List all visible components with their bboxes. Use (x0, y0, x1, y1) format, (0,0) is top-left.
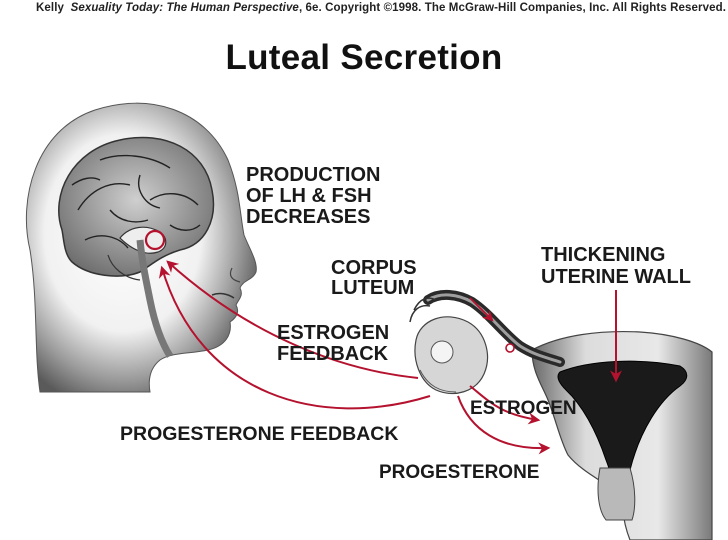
cerebellum-edge (107, 254, 141, 281)
estrogen-feedback-arrow (166, 260, 419, 379)
label-line: FEEDBACK (277, 343, 389, 365)
label-line: LUTEUM (331, 277, 415, 299)
estrogen-arrow (469, 385, 541, 425)
label-thickening-uterine-wall: THICKENING UTERINE WALL (541, 244, 691, 288)
brain (58, 136, 215, 358)
label-estrogen-feedback: ESTROGEN FEEDBACK (277, 323, 389, 365)
nose-line (229, 267, 241, 283)
hormone-arrows (158, 260, 622, 455)
label-line: ESTROGEN (277, 322, 390, 344)
mouth-line (211, 292, 235, 299)
corpus-luteum (430, 340, 454, 364)
brain-stem (136, 239, 174, 358)
progesterone-feedback-arrow (158, 265, 431, 410)
tube-arrow (469, 297, 494, 322)
label-estrogen: ESTROGEN (470, 398, 577, 419)
label-line: CORPUS (331, 257, 417, 279)
label-line: OF LH & FSH (246, 185, 372, 207)
label-corpus-luteum: CORPUS LUTEUM (331, 258, 417, 298)
label-line: PRODUCTION (246, 164, 381, 186)
fimbriae (409, 297, 437, 323)
ovum-circle-marker (505, 343, 515, 353)
slide-title: Luteal Secretion (225, 38, 503, 77)
label-progesterone: PROGESTERONE (379, 462, 540, 483)
ovary (414, 316, 489, 395)
credit-book: Sexuality Today: The Human Perspective (70, 2, 299, 14)
cervix (597, 467, 636, 521)
ovary-edge (419, 369, 457, 393)
credit-author: Kelly (36, 2, 64, 14)
label-lh-fsh-decreases: PRODUCTION OF LH & FSH DECREASES (246, 165, 380, 228)
label-line: DECREASES (246, 206, 371, 228)
credit-rest: , 6e. Copyright ©1998. The McGraw-Hill C… (298, 2, 727, 14)
pituitary-circle-marker (144, 229, 166, 251)
label-line: THICKENING (541, 244, 666, 266)
fallopian-tube (409, 290, 565, 367)
label-line: UTERINE WALL (541, 266, 691, 288)
copyright-credit: Kelly Sexuality Today: The Human Perspec… (36, 2, 726, 14)
uterus (531, 331, 713, 540)
label-progesterone-feedback: PROGESTERONE FEEDBACK (120, 423, 399, 445)
progesterone-arrow (457, 395, 551, 455)
